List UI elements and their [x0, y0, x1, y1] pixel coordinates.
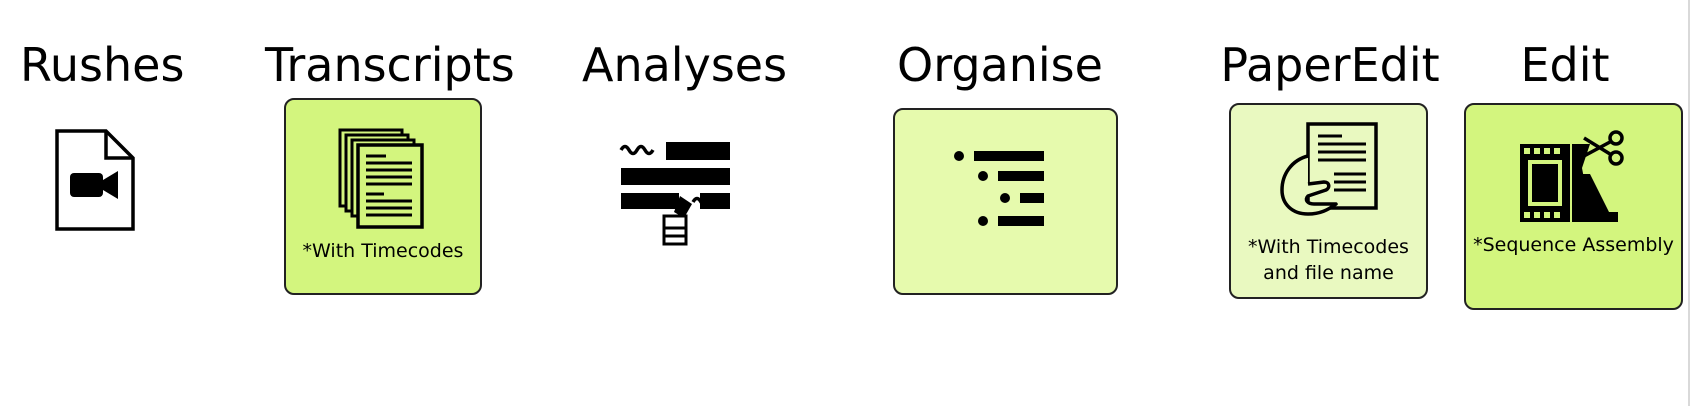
hand-holding-paper-icon	[1278, 120, 1384, 222]
edit-note: *Sequence Assembly	[1473, 234, 1674, 256]
stage-title-analyses: Analyses	[582, 38, 788, 92]
highlighted-text-icon	[618, 138, 734, 250]
stage-title-edit: Edit	[1520, 38, 1610, 92]
slide-edge-divider	[1688, 0, 1690, 406]
indented-list-icon	[952, 148, 1052, 230]
paperedit-note-line2: and file name	[1263, 262, 1394, 284]
transcripts-note: *With Timecodes	[302, 240, 464, 262]
stage-title-transcripts: Transcripts	[265, 38, 515, 92]
stage-title-rushes: Rushes	[20, 38, 185, 92]
film-scissors-icon	[1518, 128, 1628, 224]
stage-title-paperedit: PaperEdit	[1220, 38, 1440, 92]
stage-title-organise: Organise	[897, 38, 1103, 92]
document-stack-icon	[338, 128, 428, 230]
video-file-icon	[54, 128, 136, 232]
paperedit-note-line1: *With Timecodes	[1248, 236, 1409, 258]
